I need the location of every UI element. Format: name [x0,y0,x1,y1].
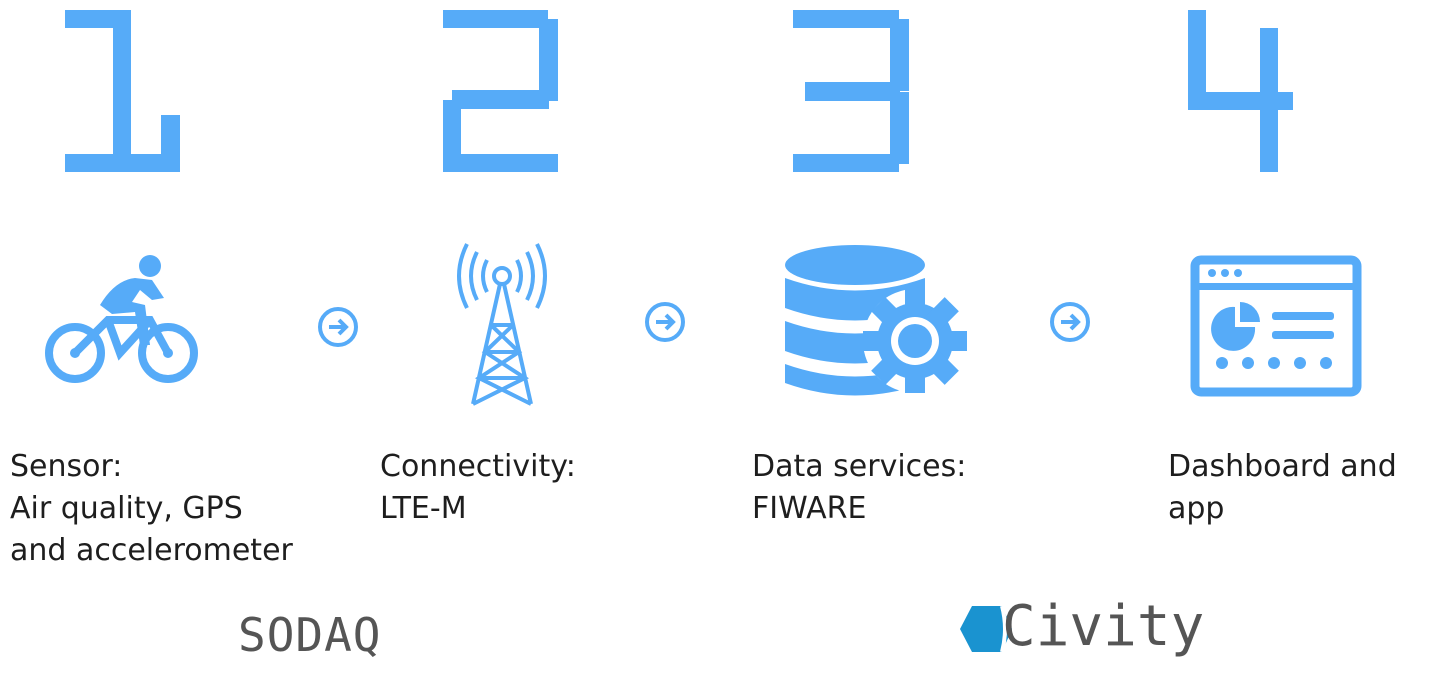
step-label-connectivity: Connectivity: LTE-M [380,446,576,530]
arrow-right-icon [1050,302,1090,342]
step-detail: and accelerometer [10,533,293,568]
step-label-dashboard: Dashboard and app [1168,446,1397,530]
step-number-2 [443,10,558,172]
cell-tower-icon [457,243,547,406]
step-label-data-services: Data services: FIWARE [752,446,966,530]
database-gear-icon [785,245,967,396]
step-number-3 [793,10,909,172]
civity-logo-text: Civity [1002,594,1205,659]
civity-hexagon-icon [960,605,1012,653]
step-number-4 [1188,10,1293,172]
step-number-1 [65,10,180,172]
step-title: Dashboard and [1168,449,1397,484]
step-detail: LTE-M [380,491,467,526]
step-detail: Air quality, GPS [10,491,243,526]
step-detail: FIWARE [752,491,867,526]
step-title: Sensor: [10,449,123,484]
step-label-sensor: Sensor: Air quality, GPS and acceleromet… [10,446,293,572]
step-title: Connectivity: [380,449,576,484]
sodaq-logo: SODAQ [238,608,382,662]
bicycle-icon [45,255,198,383]
arrow-right-icon [645,302,685,342]
step-title: Data services: [752,449,967,484]
dashboard-icon [1190,255,1362,397]
step-detail: app [1168,491,1225,526]
arrow-right-icon [318,307,358,347]
